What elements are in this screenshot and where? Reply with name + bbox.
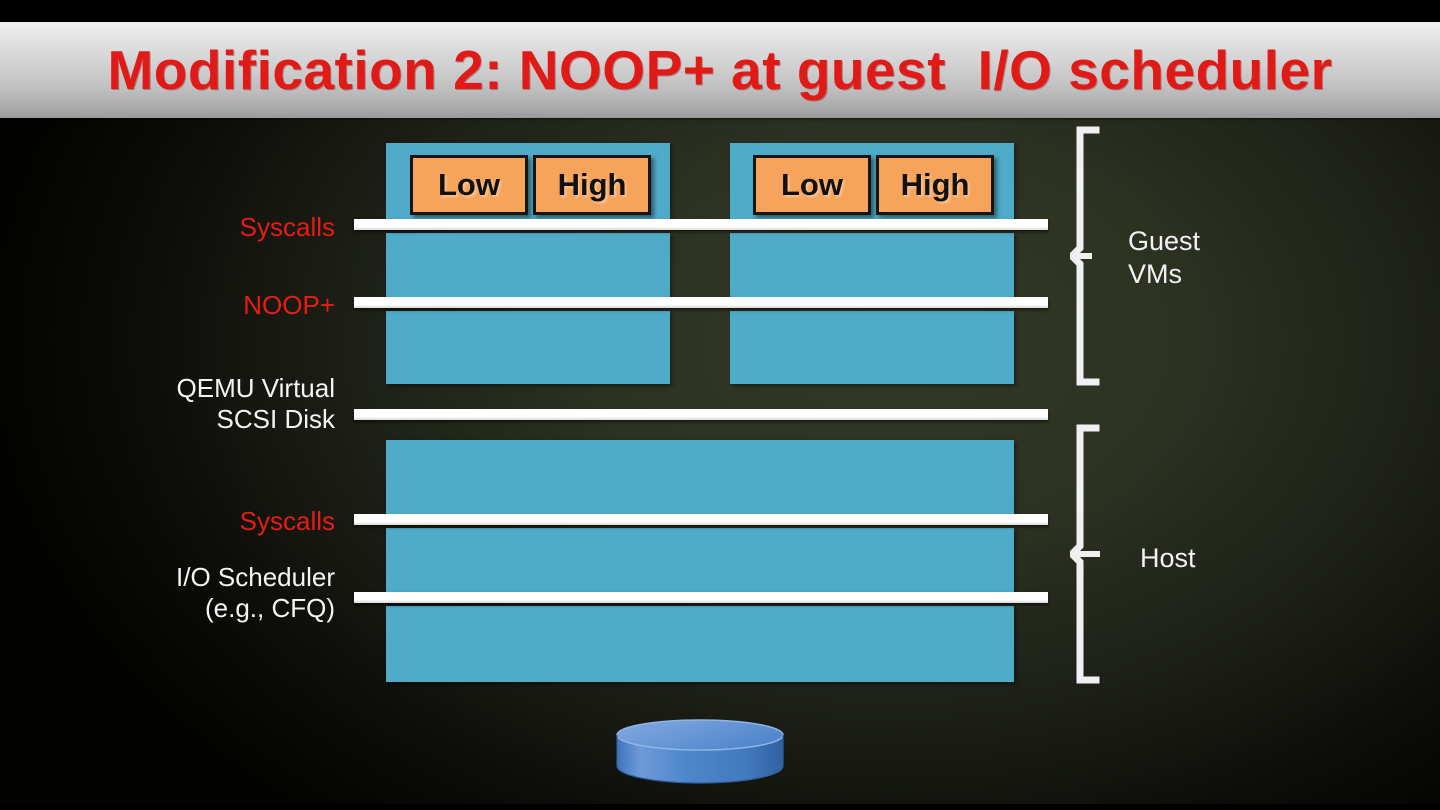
group-label-guest-vms: Guest VMs — [1128, 226, 1201, 289]
vm1-priority-label-high: High — [557, 167, 627, 202]
separator-line-noop-plus — [354, 297, 1048, 308]
separator-line-syscalls-host — [354, 514, 1048, 525]
vm2-block-layer — [730, 311, 1014, 384]
vm2-priority-box-high[interactable]: High — [876, 155, 994, 215]
group-label-host: Host — [1140, 543, 1196, 573]
vm1-priority-label-low: Low — [438, 167, 500, 202]
layer-label-syscalls-host: Syscalls — [239, 506, 335, 536]
curly-brace-icon — [1067, 424, 1100, 684]
separator-line-syscalls-guest — [354, 219, 1048, 230]
vm1-block-layer — [386, 311, 670, 384]
title-banner: Modification 2: NOOP+ at guest I/O sched… — [0, 22, 1440, 118]
page-title: Modification 2: NOOP+ at guest I/O sched… — [107, 39, 1333, 101]
vm2-priority-label-low: Low — [781, 167, 843, 202]
host-brace — [1067, 424, 1130, 684]
host-kernel-block — [386, 528, 1014, 598]
vm1-priority-box-low[interactable]: Low — [410, 155, 528, 215]
layer-label-io-scheduler: I/O Scheduler (e.g., CFQ) — [176, 562, 335, 623]
layer-label-noop-plus: NOOP+ — [243, 290, 335, 320]
layer-label-syscalls-guest: Syscalls — [239, 212, 335, 242]
layer-label-qemu-virtual-scsi-disk: QEMU Virtual SCSI Disk — [176, 373, 335, 434]
separator-line-io-scheduler — [354, 592, 1048, 603]
vm2-priority-box-low[interactable]: Low — [753, 155, 871, 215]
separator-line-qemu-disk — [354, 409, 1048, 420]
curly-brace-icon — [1067, 126, 1100, 386]
host-userspace-block — [386, 440, 1014, 520]
bottom-black-strip — [0, 804, 1440, 810]
guest-vms-brace — [1067, 126, 1130, 386]
vm2-kernel-block — [730, 233, 1014, 303]
vm1-priority-box-high[interactable]: High — [533, 155, 651, 215]
host-block-layer — [386, 606, 1014, 682]
physical-disk-icon — [614, 718, 786, 784]
top-black-strip — [0, 0, 1440, 22]
vm2-priority-label-high: High — [900, 167, 970, 202]
vm1-kernel-block — [386, 233, 670, 303]
